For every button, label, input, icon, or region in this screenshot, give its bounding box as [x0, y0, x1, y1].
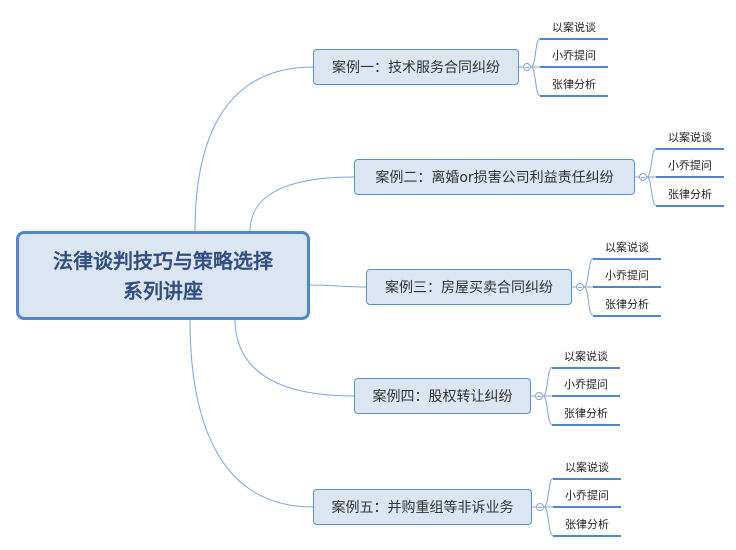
- leaf-topic[interactable]: 张律分析: [656, 185, 724, 207]
- collapse-toggle-icon[interactable]: [576, 283, 584, 291]
- leaf-connector: [543, 506, 554, 536]
- leaf-connector: [646, 176, 657, 206]
- leaf-connector: [530, 66, 541, 96]
- collapse-toggle-icon[interactable]: [535, 392, 543, 400]
- leaf-connector: [583, 286, 594, 316]
- leaf-topic[interactable]: 张律分析: [552, 404, 620, 426]
- leaf-topic[interactable]: 张律分析: [540, 75, 608, 97]
- leaf-topic[interactable]: 小乔提问: [552, 375, 620, 397]
- collapse-toggle-icon[interactable]: [523, 63, 531, 71]
- leaf-topic[interactable]: 小乔提问: [540, 46, 608, 68]
- leaf-topic[interactable]: 以案说谈: [553, 458, 621, 480]
- leaf-connector: [646, 148, 657, 178]
- root-title-line2: 系列讲座: [123, 278, 203, 303]
- branch-topic-1[interactable]: 案例一：技术服务合同纠纷: [313, 49, 519, 85]
- leaf-topic[interactable]: 以案说谈: [593, 238, 661, 260]
- branch-topic-2[interactable]: 案例二：离婚or损害公司利益责任纠纷: [354, 159, 635, 195]
- root-connector: [234, 318, 355, 397]
- leaf-topic[interactable]: 以案说谈: [552, 347, 620, 369]
- collapse-toggle-icon[interactable]: [536, 503, 544, 511]
- leaf-connector: [530, 38, 541, 68]
- leaf-topic[interactable]: 以案说谈: [540, 18, 608, 40]
- branch-topic-5[interactable]: 案例五：并购重组等非诉业务: [313, 489, 532, 525]
- leaf-topic[interactable]: 小乔提问: [553, 486, 621, 508]
- root-title-line1: 法律谈判技巧与策略选择: [53, 248, 273, 273]
- leaf-topic[interactable]: 小乔提问: [593, 266, 661, 288]
- leaf-connector: [542, 395, 553, 425]
- leaf-topic[interactable]: 以案说谈: [656, 128, 724, 150]
- root-connector: [249, 176, 355, 232]
- leaf-topic[interactable]: 小乔提问: [656, 156, 724, 178]
- root-connector: [189, 318, 314, 508]
- collapse-toggle-icon[interactable]: [639, 173, 647, 181]
- root-topic[interactable]: 法律谈判技巧与策略选择 系列讲座: [16, 231, 310, 320]
- leaf-topic[interactable]: 张律分析: [553, 515, 621, 537]
- branch-topic-4[interactable]: 案例四：股权转让纠纷: [354, 378, 531, 414]
- root-connector: [194, 66, 314, 232]
- leaf-connector: [543, 478, 554, 508]
- branch-topic-3[interactable]: 案例三：房屋买卖合同纠纷: [366, 269, 572, 305]
- leaf-connector: [583, 258, 594, 288]
- leaf-topic[interactable]: 张律分析: [593, 295, 661, 317]
- leaf-connector: [542, 367, 553, 397]
- root-connector: [309, 284, 367, 288]
